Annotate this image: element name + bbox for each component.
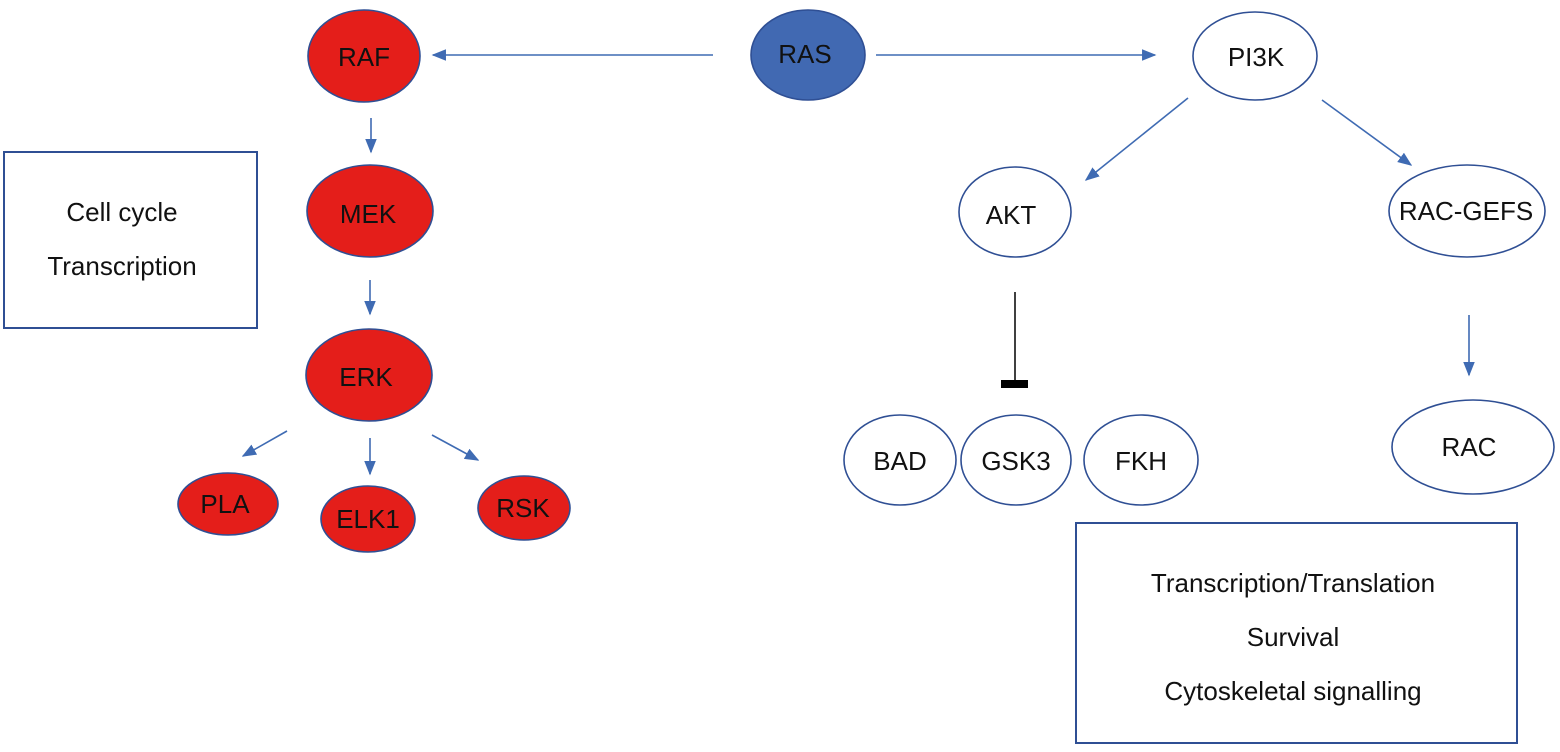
node-fkh-label: FKH (1115, 446, 1167, 476)
node-gsk3: GSK3 (960, 414, 1072, 506)
node-raf-label: RAF (338, 42, 390, 72)
node-elk1-label: ELK1 (336, 504, 400, 534)
node-akt-label: AKT (986, 200, 1037, 230)
outcome-survival: Survival (1247, 622, 1339, 652)
outcome-cytoskeletal-signalling: Cytoskeletal signalling (1164, 676, 1421, 706)
outcome-cell-cycle: Cell cycle (66, 197, 177, 227)
node-erk-label: ERK (339, 362, 393, 392)
node-mek: MEK (306, 164, 434, 258)
pi3k-outcomes-box: Transcription/Translation Survival Cytos… (1075, 522, 1518, 744)
node-fkh: FKH (1083, 414, 1199, 506)
node-rac: RAC (1391, 399, 1555, 495)
node-pla-label: PLA (200, 489, 250, 519)
mapk-outcomes-box: Cell cycle Transcription (3, 151, 258, 329)
edges (241, 49, 1475, 476)
edge-erk-rsk (431, 434, 480, 461)
node-bad-label: BAD (873, 446, 926, 476)
node-rac-gefs-label: RAC-GEFS (1399, 196, 1533, 226)
node-bad: BAD (843, 414, 957, 506)
node-erk: ERK (305, 328, 433, 422)
node-pla: PLA (177, 472, 279, 536)
inhibition-bar (1001, 380, 1028, 388)
node-mek-label: MEK (340, 199, 397, 229)
node-rac-gefs: RAC-GEFS (1388, 164, 1546, 258)
outcome-transcription: Transcription (47, 251, 196, 281)
outcome-transcription-translation: Transcription/Translation (1151, 568, 1435, 598)
node-pi3k: PI3K (1192, 11, 1318, 101)
node-elk1: ELK1 (320, 485, 416, 553)
node-ras: RAS (750, 9, 866, 101)
edge-pi3k-rac-gefs (1321, 99, 1413, 166)
node-raf: RAF (307, 9, 421, 103)
node-akt: AKT (958, 166, 1072, 258)
node-ras-label: RAS (778, 39, 831, 69)
node-pi3k-label: PI3K (1228, 42, 1285, 72)
node-rac-label: RAC (1442, 432, 1497, 462)
edge-erk-pla (241, 430, 288, 457)
node-gsk3-label: GSK3 (981, 446, 1050, 476)
edge-pi3k-akt (1084, 97, 1189, 181)
node-rsk: RSK (477, 475, 571, 541)
node-rsk-label: RSK (496, 493, 550, 523)
